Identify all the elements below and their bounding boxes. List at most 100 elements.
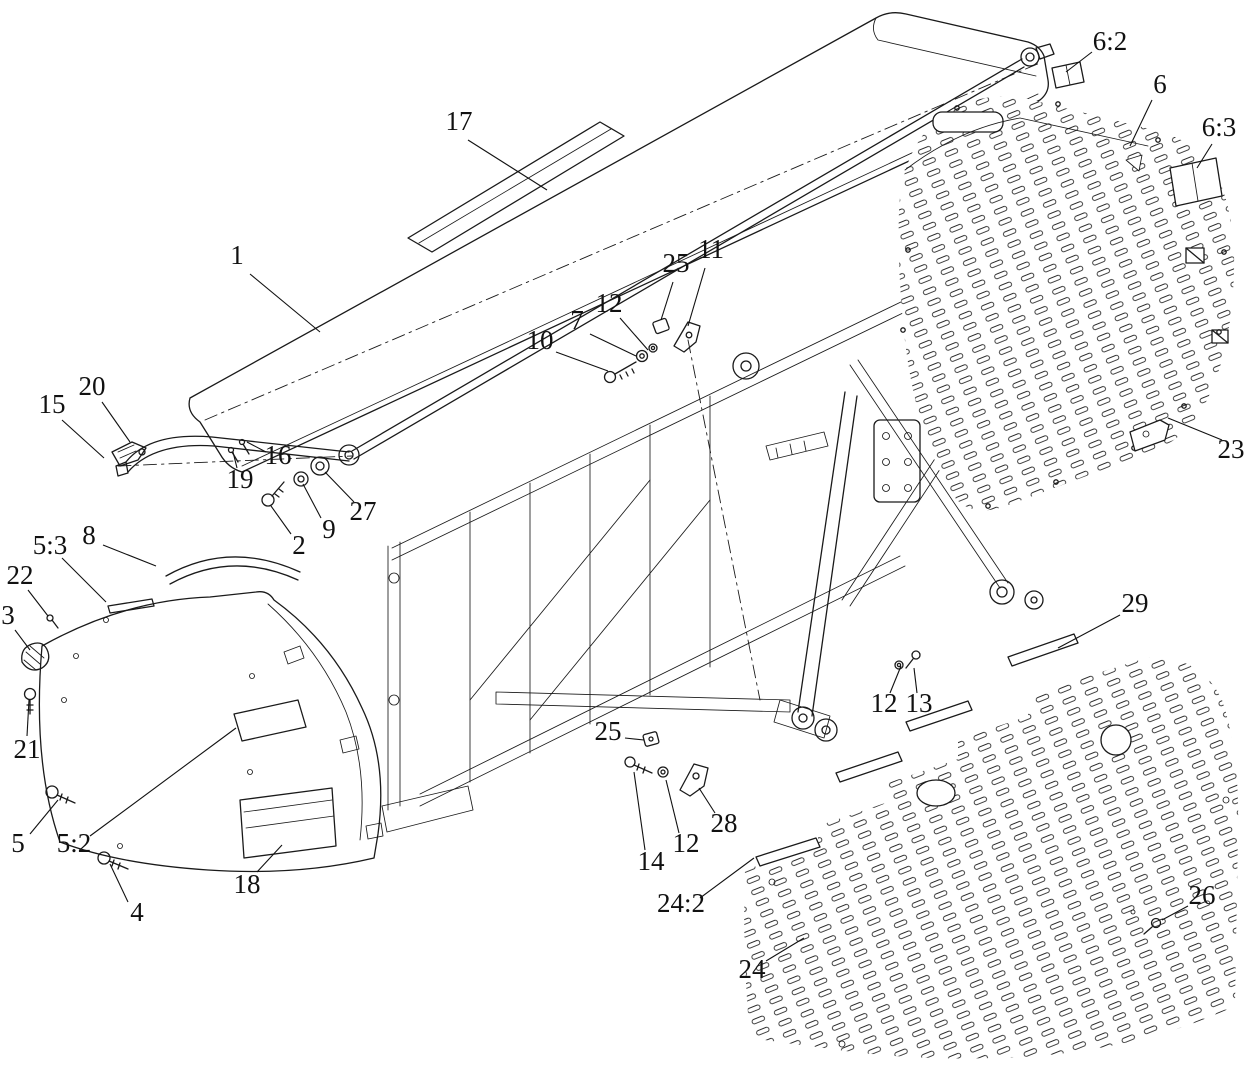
callout-label-2-15: 2 — [292, 530, 306, 560]
bracket-23 — [1129, 419, 1170, 452]
callout-leader-18-26 — [256, 844, 283, 873]
decal-6-2 — [1051, 61, 1085, 89]
callout-label-22-20: 22 — [7, 560, 34, 590]
roller-rod — [351, 58, 1023, 452]
left-side-plate — [21, 456, 384, 873]
callout-leader-3-21 — [14, 629, 31, 651]
callout-label-12-32: 12 — [673, 828, 700, 858]
callout-leader-12-4 — [619, 317, 649, 351]
callout-leader-4-25 — [109, 863, 129, 903]
callout-label-26-36: 26 — [1189, 880, 1216, 910]
callout-label-5:2-24: 5:2 — [57, 828, 92, 858]
bolt-21 — [23, 687, 37, 701]
callout-leader-12-27 — [889, 665, 902, 694]
callout-leader-24:2-34 — [699, 857, 755, 899]
bottom-mesh-panel — [744, 633, 1239, 1059]
bail-handle — [125, 435, 350, 463]
callout-label-11-3: 11 — [698, 234, 724, 264]
callout-leader-6:2-7 — [1065, 51, 1093, 73]
callout-label-14-33: 14 — [638, 846, 666, 876]
callout-label-19-14: 19 — [227, 464, 254, 494]
decal-5-2 — [233, 699, 307, 742]
callout-label-10-6: 10 — [527, 325, 554, 355]
decal-strip-b — [905, 700, 973, 732]
callout-leader-26-36 — [1161, 905, 1189, 921]
callout-label-15-12: 15 — [39, 389, 66, 419]
callout-leader-27-17 — [324, 471, 355, 503]
callout-leader-5-23 — [29, 799, 59, 835]
washer-12b — [894, 660, 904, 670]
callout-leader-16-13 — [246, 441, 267, 453]
panel-hole-oval — [916, 779, 956, 807]
latch-assembly — [111, 441, 147, 467]
callout-leader-5:3-19 — [61, 557, 107, 603]
callout-leader-7-5 — [589, 333, 637, 357]
screw-13 — [911, 650, 921, 660]
callout-label-7-5: 7 — [570, 305, 584, 335]
washer-7 — [635, 349, 649, 363]
callout-label-20-11: 20 — [79, 371, 106, 401]
strap-8 — [165, 556, 301, 585]
callout-leader-11-3 — [687, 267, 706, 327]
washer-12 — [648, 343, 658, 353]
decal-5-3 — [107, 598, 155, 614]
washer-27 — [310, 456, 330, 476]
callout-label-25-30: 25 — [595, 716, 622, 746]
bolt-4 — [97, 851, 111, 865]
callout-leader-17-1 — [467, 139, 548, 191]
callout-leader-19-14 — [232, 451, 238, 469]
callout-leader-10-6 — [555, 351, 609, 372]
callout-leader-8-18 — [102, 544, 157, 567]
callout-leader-23-10 — [1167, 417, 1223, 441]
washer-9 — [293, 471, 309, 487]
latch-3 — [21, 642, 50, 671]
callout-label-3-21: 3 — [1, 600, 15, 630]
callout-label-21-22: 21 — [14, 734, 41, 764]
decal-strip-c — [835, 751, 903, 783]
screw-22 — [46, 614, 54, 622]
bracket-11 — [673, 321, 701, 353]
callout-leader-25-30 — [624, 737, 645, 741]
lower-hardware-cluster — [624, 731, 709, 797]
rod-end-pivot — [338, 444, 360, 466]
callout-label-12-4: 12 — [596, 288, 623, 318]
callout-label-17-1: 17 — [446, 106, 473, 136]
callout-label-16-13: 16 — [265, 440, 292, 470]
panel-handle-cut — [932, 111, 1004, 133]
bolt-2 — [261, 493, 275, 507]
callout-leader-12-32 — [665, 779, 680, 834]
warning-decal — [1125, 154, 1143, 172]
callout-leader-13-28 — [913, 667, 918, 694]
callout-leader-21-22 — [26, 699, 30, 737]
callout-leader-24-35 — [765, 937, 805, 962]
callout-label-23-10: 23 — [1218, 434, 1244, 464]
callout-label-9-16: 9 — [322, 514, 336, 544]
callout-leader-2-15 — [270, 505, 292, 535]
callout-label-28-31: 28 — [711, 808, 738, 838]
callout-leader-22-20 — [27, 589, 49, 617]
hood-assembly — [111, 12, 1055, 477]
callout-label-5-23: 5 — [11, 828, 25, 858]
callout-label-18-26: 18 — [234, 869, 261, 899]
mid-fasteners — [894, 650, 921, 670]
callout-label-24-35: 24 — [739, 954, 767, 984]
bolt-10 — [603, 370, 617, 384]
clip-25 — [652, 317, 670, 335]
callout-leader-28-31 — [698, 787, 716, 814]
bracket-28 — [679, 763, 709, 797]
callout-label-12-27: 12 — [871, 688, 898, 718]
callout-label-4-25: 4 — [130, 897, 144, 927]
callout-leader-6-8 — [1129, 99, 1153, 147]
callout-label-6:3-9: 6:3 — [1202, 112, 1237, 142]
callout-leader-1-0 — [249, 273, 321, 333]
callout-label-8-18: 8 — [82, 520, 96, 550]
panel-hole-round — [1100, 724, 1132, 756]
callout-leader-25-2 — [660, 281, 674, 321]
hood-decal — [407, 121, 625, 253]
callout-leader-14-33 — [633, 771, 646, 851]
callout-label-6-8: 6 — [1153, 69, 1167, 99]
clip-25b — [642, 731, 660, 747]
callout-leader-6:3-9 — [1196, 143, 1213, 169]
